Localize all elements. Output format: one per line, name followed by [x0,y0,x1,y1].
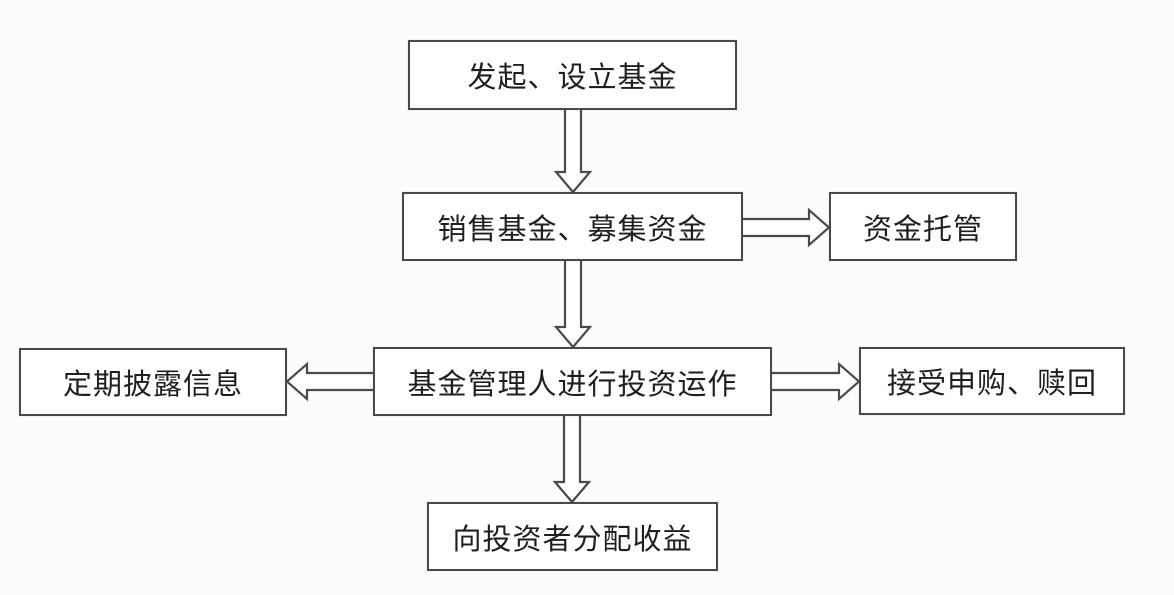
arrow-down-initiate-to-sell-icon [553,110,593,194]
arrow-right-manager-to-subscribe-icon [772,361,861,402]
flow-node-periodic-disclosure: 定期披露信息 [19,348,287,416]
flow-node-manager-investment-operation: 基金管理人进行投资运作 [373,347,772,416]
flow-node-sell-fund-raise-capital: 销售基金、募集资金 [402,192,743,261]
flow-node-initiate-fund: 发起、设立基金 [408,40,737,110]
flow-node-subscription-redemption: 接受申购、赎回 [859,347,1125,415]
arrow-down-sell-to-manager-icon [553,261,593,349]
arrow-down-manager-to-distribute-icon [552,416,592,504]
arrow-right-sell-to-custody-icon [743,207,831,248]
flow-node-fund-custody: 资金托管 [829,192,1017,261]
arrow-left-manager-to-disclose-icon [285,361,373,402]
flow-node-distribute-income: 向投资者分配收益 [427,502,718,571]
